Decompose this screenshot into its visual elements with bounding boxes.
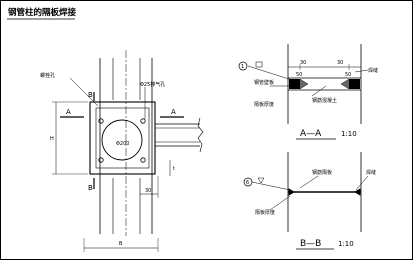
center-hole-label: Φ200 <box>116 141 129 147</box>
bb-label-leader-3 <box>269 195 291 211</box>
aa-dim-4: 50 <box>345 72 351 78</box>
aa-callout-circle <box>238 61 248 71</box>
aa-label-leader-3 <box>354 69 369 73</box>
aa-callout-leader <box>247 65 293 81</box>
center-hole <box>101 119 143 161</box>
aa-weld-left <box>299 78 309 90</box>
aa-dim-3: 50 <box>296 72 302 78</box>
plan-view <box>52 50 204 252</box>
bolt-hole-label: 螺栓孔 <box>40 72 55 79</box>
bb-label-middle: 钢筋隔板 <box>312 169 332 176</box>
aa-weld-right <box>340 78 350 90</box>
aa-section-title: A—A <box>300 129 322 139</box>
aa-weld-symbol <box>255 61 263 68</box>
bb-section-scale: 1:10 <box>338 240 354 248</box>
diaphragm-inner <box>95 107 150 169</box>
aa-label-left-upper: 钢管壁板 <box>254 79 274 86</box>
drawing-title: 钢管柱的隔板焊接 <box>8 7 77 18</box>
bb-section-title: B—B <box>300 239 321 249</box>
bb-label-leader-1 <box>299 175 319 189</box>
bb-weld-left <box>288 188 295 196</box>
dim-30-label: 30 <box>145 188 151 194</box>
aa-fill-right <box>349 79 360 89</box>
diaphragm-plate <box>89 101 156 175</box>
aa-section-scale: 1:10 <box>341 130 357 138</box>
aa-dim-2: 30 <box>337 60 343 66</box>
dim-t-label: t <box>173 166 175 172</box>
section-a-label-right: A <box>171 108 176 116</box>
aa-dim-1: 30 <box>300 60 306 66</box>
bb-callout-leader <box>251 181 291 191</box>
bb-callout-number: 6 <box>246 180 249 186</box>
bb-callout-circle <box>243 177 253 187</box>
vent-hole-label: Φ25排气孔 <box>140 81 165 88</box>
bb-label-leader-2 <box>355 175 369 191</box>
section-b-label-top: B <box>88 91 93 99</box>
aa-label-leader-2 <box>311 85 327 97</box>
vent-hole-bl <box>98 157 104 163</box>
dim-h-label: H <box>50 136 54 142</box>
aa-label-left-lower: 隔板厚度 <box>254 101 274 108</box>
section-aa <box>247 44 369 124</box>
aa-label-right: 焊缝 <box>368 67 378 74</box>
section-bb <box>251 152 369 232</box>
aa-label-middle: 钢筋混凝土 <box>312 97 337 104</box>
vent-hole-tl <box>98 118 104 124</box>
section-b-label-bottom: B <box>88 184 93 192</box>
vent-hole-br <box>140 157 146 163</box>
section-a-label-left: A <box>66 108 71 116</box>
aa-callout-number: 1 <box>241 64 244 70</box>
bb-label-left: 隔板厚度 <box>255 209 275 216</box>
vent-hole-tr <box>140 118 146 124</box>
bb-weld-symbol <box>257 177 265 184</box>
aa-fill-left <box>289 79 300 89</box>
bb-label-right: 焊缝 <box>366 169 376 176</box>
beam-break-line <box>197 117 204 153</box>
bolt-leader <box>69 77 99 107</box>
bb-weld-right <box>354 188 361 196</box>
dim-b-label: B <box>119 241 123 247</box>
